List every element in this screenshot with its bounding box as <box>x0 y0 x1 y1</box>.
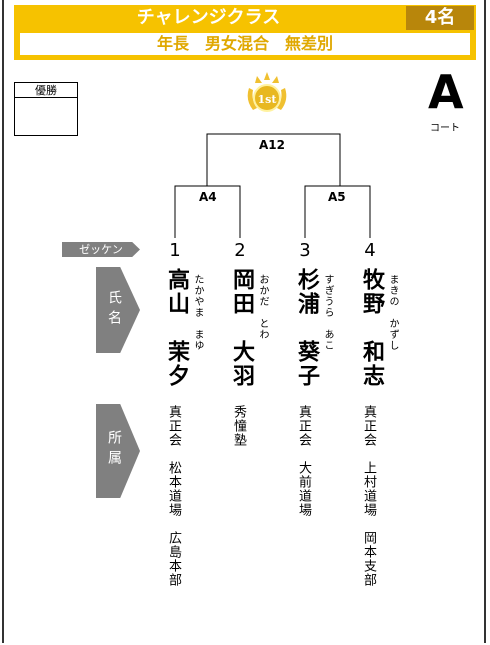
winner-box <box>14 97 78 136</box>
competitor-affiliation: 真正会 上村道場 岡本支部 <box>361 405 376 587</box>
competitor-affiliation: 真正会 松本道場 広島本部 <box>166 405 181 587</box>
court-letter: A <box>428 65 464 119</box>
competitor-name: 杉浦 葵子 <box>294 268 319 388</box>
competitor-name: 岡田 大羽 <box>229 268 254 388</box>
competitor-name: 高山 茉夕 <box>164 268 189 388</box>
zekken-label: ゼッケン <box>62 242 140 257</box>
competitor-kana: おかだ とわ <box>257 274 268 340</box>
trophy-icon: 1st <box>247 72 287 112</box>
competitor-kana: たかやま まゆ <box>192 274 203 351</box>
competitor-number: 3 <box>299 240 311 261</box>
participant-count: 4名 <box>406 6 474 30</box>
court-label: コート <box>430 123 460 134</box>
competitor-kana: すぎうら あこ <box>322 274 333 351</box>
competitor-affiliation: 秀憧塾 <box>231 405 246 447</box>
name-label: 氏名 <box>106 290 122 330</box>
match-final: A12 <box>259 138 285 152</box>
competitor-number: 4 <box>364 240 376 261</box>
competitor-name: 牧野 和志 <box>359 268 384 388</box>
competitor-affiliation: 真正会 大前道場 <box>296 405 311 517</box>
competitor-number: 2 <box>234 240 246 261</box>
affiliation-label: 所属 <box>106 430 122 470</box>
trophy-text: 1st <box>258 93 278 106</box>
competitor-number: 1 <box>169 240 181 261</box>
class-subtitle: 年長 男女混合 無差別 <box>20 33 470 55</box>
class-title: チャレンジクラス <box>136 7 281 28</box>
match-semi-right: A5 <box>328 190 346 204</box>
competitor-kana: まきの かずし <box>387 274 398 351</box>
match-semi-left: A4 <box>199 190 217 204</box>
